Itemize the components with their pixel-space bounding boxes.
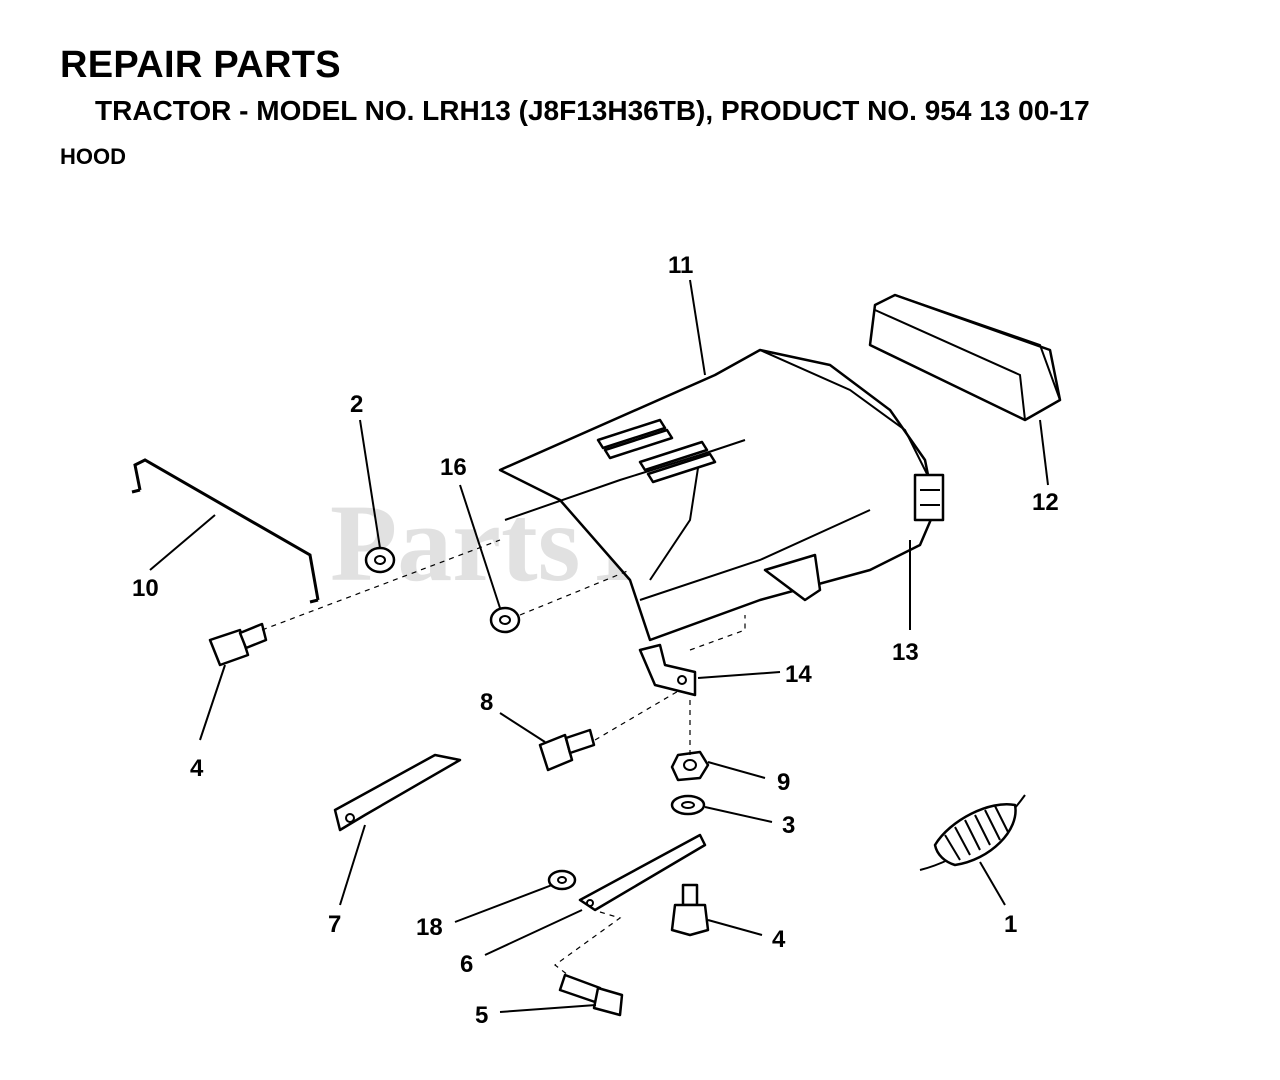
callout-1: 1 [1004,911,1017,938]
part-9-nut[interactable] [670,750,710,782]
callout-5: 5 [475,1002,488,1029]
callout-18: 18 [416,914,443,941]
part-4-bolt-upper[interactable] [208,622,268,667]
section-label: HOOD [60,144,126,169]
part-3-washer[interactable] [670,794,706,816]
page-header: REPAIR PARTS TRACTOR - MODEL NO. LRH13 (… [0,0,1280,190]
part-14-bracket[interactable] [638,643,697,697]
callout-14: 14 [785,661,812,688]
leader-lines [149,279,1049,1013]
callout-6: 6 [460,951,473,978]
callout-4-upper: 4 [190,755,204,782]
callout-4-lower: 4 [772,926,786,953]
part-6-strap[interactable] [578,833,707,912]
part-12-grille[interactable] [868,293,1062,422]
part-5-bolt[interactable] [558,973,624,1017]
callout-labels: 11 12 13 2 16 10 4 14 8 9 3 7 18 6 4 5 1 [132,252,1059,1029]
hood-vents [596,418,717,484]
callout-8: 8 [480,689,493,716]
part-16-nut[interactable] [489,606,521,634]
part-11-hood[interactable] [498,348,945,642]
callout-12: 12 [1032,489,1059,516]
assembly-lines [261,539,746,976]
part-18-washer[interactable] [547,869,577,891]
callout-11: 11 [668,252,693,279]
callout-3: 3 [782,812,795,839]
page-subtitle: TRACTOR - MODEL NO. LRH13 (J8F13H36TB), … [95,95,1090,126]
part-10-rod[interactable] [131,458,320,604]
part-7-bracket[interactable] [333,753,462,832]
spring-coils [944,805,1009,861]
callout-7: 7 [328,911,341,938]
callout-9: 9 [777,769,790,796]
part-8-bolt[interactable] [538,728,596,772]
callout-16: 16 [440,454,467,481]
part-2-nut[interactable] [364,546,396,574]
callout-10: 10 [132,575,159,602]
callout-13: 13 [892,639,919,666]
part-4-bolt-lower[interactable] [670,883,710,937]
callout-2: 2 [350,391,363,418]
part-1-spring[interactable] [919,794,1026,871]
page-title: REPAIR PARTS [60,44,341,86]
